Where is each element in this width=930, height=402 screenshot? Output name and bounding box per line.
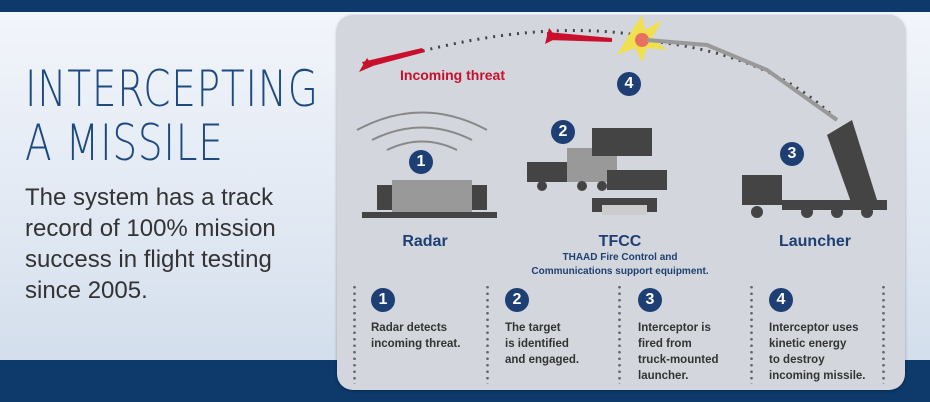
- step-badge: 2: [505, 288, 529, 312]
- tfcc-label: TFCC: [598, 233, 642, 250]
- step-text: Interceptor is fired from truck-mounted …: [638, 322, 719, 382]
- launcher-label: Launcher: [778, 233, 851, 250]
- incoming-threat-label: Incoming threat: [400, 67, 506, 83]
- intercept-illustration: [356, 15, 887, 218]
- divider: [353, 284, 356, 384]
- step-badge: 4: [769, 288, 793, 312]
- tfcc-desc-line-1: THAAD Fire Control and: [562, 252, 678, 263]
- interceptor-trajectory: [636, 38, 839, 122]
- radar-icon: [362, 180, 497, 218]
- tfcc-vehicles-icon: [527, 128, 667, 215]
- title-line-2: A MISSILE: [25, 114, 224, 172]
- launcher-badge: 3: [780, 142, 804, 166]
- radar-badge: 1: [409, 150, 433, 174]
- step-text: Radar detects incoming threat.: [371, 322, 461, 350]
- top-bar: [0, 0, 930, 12]
- title-line-1: INTERCEPTING: [25, 60, 319, 118]
- divider: [486, 284, 489, 384]
- step-text: Interceptor uses kinetic energy to destr…: [769, 322, 866, 382]
- tfcc-badge: 2: [551, 120, 575, 144]
- divider: [882, 284, 885, 384]
- step-text: The target is identified and engaged.: [505, 322, 580, 366]
- incoming-missile-icon: [359, 48, 425, 72]
- step-badge: 3: [638, 288, 662, 312]
- incoming-missile-icon-2: [545, 28, 612, 44]
- divider: [618, 284, 621, 384]
- intercept-badge: 4: [617, 72, 641, 96]
- interceptor-missile-icon: [646, 38, 839, 122]
- step-badge: 1: [371, 288, 395, 312]
- radar-waves-icon: [356, 111, 488, 151]
- radar-label: Radar: [402, 233, 448, 250]
- threat-trajectory: [406, 29, 638, 57]
- divider: [750, 284, 753, 384]
- launcher-icon: [742, 120, 887, 218]
- subtitle: The system has a track record of 100% mi…: [25, 184, 276, 304]
- tfcc-desc-line-2: Communications support equipment.: [531, 266, 709, 277]
